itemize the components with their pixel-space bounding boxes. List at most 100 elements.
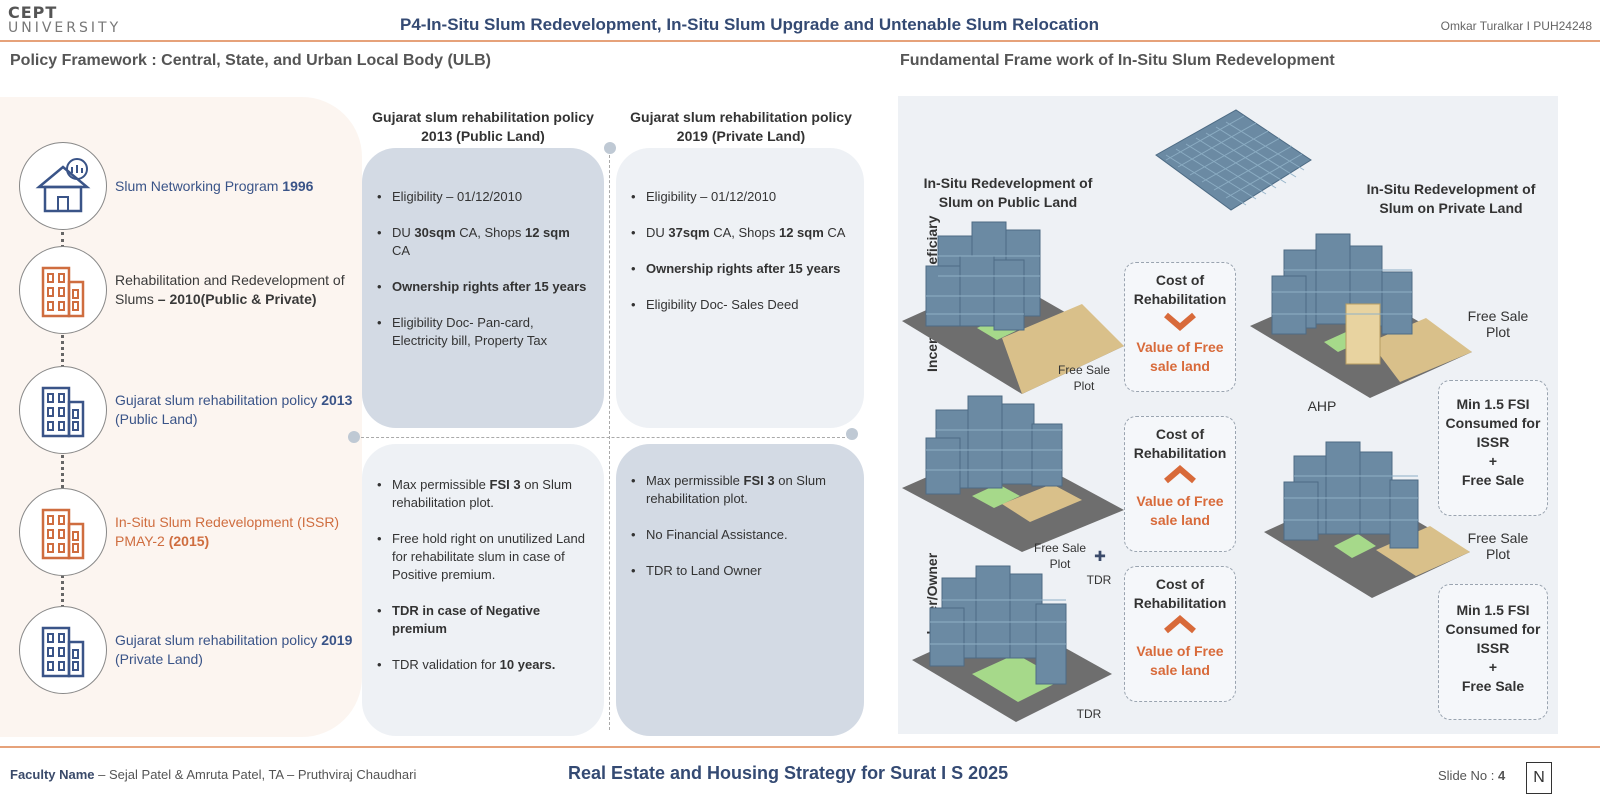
- text-run: Gujarat slum rehabilitation policy: [115, 632, 322, 648]
- free-sale-plot-label: Free Sale Plot: [1467, 308, 1529, 340]
- logo-line2: UNIVERSITY: [8, 20, 122, 36]
- value-label: Value of Free sale land: [1136, 493, 1224, 528]
- text-run: FSI 3: [489, 477, 521, 492]
- free-sale-plot-label: Free Sale Plot: [1033, 541, 1087, 571]
- text-run: Max permissible: [392, 477, 490, 492]
- text-run: 12 sqm: [524, 225, 570, 240]
- cost-comparison-box-2: Cost of Rehabilitation Value of Free sal…: [1124, 416, 1236, 552]
- timeline-item-label: Gujarat slum rehabilitation policy 2019 …: [115, 631, 365, 669]
- fsi-box-1: Min 1.5 FSI Consumed for ISSR + Free Sal…: [1438, 380, 1548, 516]
- cost-comparison-box-3: Cost of Rehabilitation Value of Free sal…: [1124, 566, 1236, 702]
- public-land-building-1: [902, 221, 1124, 394]
- building-icon: [19, 488, 107, 576]
- ahp-label: AHP: [1307, 398, 1337, 414]
- text-run: TDR to Land Owner: [646, 563, 762, 578]
- text-run: DU: [392, 225, 415, 240]
- text-run: Eligibility – 01/12/2010: [646, 189, 777, 204]
- text-run: 12 sqm: [778, 225, 824, 240]
- policy-bullet: Free hold right on unutilized Land for r…: [377, 530, 590, 584]
- text-run: Rehabilitation and Redevelopment of Slum…: [115, 272, 345, 307]
- text-run: (Private Land): [115, 651, 203, 667]
- text-run: (2015): [168, 533, 210, 549]
- policy-bullet: Max permissible FSI 3 on Slum rehabilita…: [631, 472, 850, 508]
- text-run: Ownership rights after 15 years: [646, 261, 841, 276]
- free-sale-plot-label: Free Sale Plot: [1467, 530, 1529, 562]
- north-arrow-icon: N: [1526, 762, 1552, 794]
- building-icon: [19, 366, 107, 454]
- fsi-line2: Free Sale: [1461, 472, 1525, 488]
- text-run: In-Situ Slum Redevelopment (ISSR) PMAY-2: [115, 514, 340, 549]
- policy-bullet: TDR validation for 10 years.: [377, 656, 590, 674]
- free-sale-plot-label: Free Sale Plot: [1057, 363, 1111, 393]
- grid-vertical-divider: [609, 150, 610, 730]
- text-run: Eligibility Doc- Sales Deed: [646, 297, 799, 312]
- text-run: 2013: [321, 392, 353, 408]
- policy-bullet: Eligibility Doc- Sales Deed: [631, 296, 850, 314]
- slide-number: Slide No : 4: [1438, 768, 1505, 783]
- public-beneficiary-card: Eligibility – 01/12/2010DU 30sqm CA, Sho…: [362, 148, 604, 428]
- policy-bullet: DU 37sqm CA, Shops 12 sqm CA: [631, 224, 850, 242]
- faculty-names: – Sejal Patel & Amruta Patel, TA – Pruth…: [94, 767, 417, 782]
- policy-bullet: TDR to Land Owner: [631, 562, 850, 580]
- text-run: TDR validation for: [392, 657, 500, 672]
- policy-bullet: Eligibility – 01/12/2010: [377, 188, 590, 206]
- tdr-label: TDR: [1076, 707, 1102, 721]
- chevron-down-icon: [1164, 312, 1196, 331]
- slide-label: Slide No :: [1438, 768, 1498, 783]
- text-run: DU: [646, 225, 669, 240]
- header: CEPT UNIVERSITY P4-In-Situ Slum Redevelo…: [0, 0, 1600, 44]
- text-run: Slum Networking Program: [115, 177, 283, 194]
- footer-divider: [0, 746, 1600, 748]
- fsi-plus: +: [1488, 453, 1498, 469]
- grid-horizontal-divider: [356, 437, 850, 438]
- text-run: (Public Land): [115, 411, 198, 427]
- text-run: Max permissible: [646, 473, 744, 488]
- timeline-item-label: In-Situ Slum Redevelopment (ISSR) PMAY-2…: [115, 513, 365, 551]
- text-run: No Financial Assistance.: [646, 527, 788, 542]
- grid-dot: [604, 142, 616, 154]
- text-run: Eligibility Doc- Pan-card, Electricity b…: [392, 315, 548, 348]
- text-run: Gujarat slum rehabilitation policy: [115, 392, 322, 408]
- value-label: Value of Free sale land: [1136, 643, 1224, 678]
- text-run: on Slum rehabilitation plot.: [646, 473, 826, 506]
- slide-no: 4: [1497, 768, 1506, 783]
- text-run: CA: [392, 243, 411, 258]
- text-run: 2019: [321, 632, 353, 648]
- slum-cluster-illustration: [1155, 109, 1312, 211]
- private-developer-card: Max permissible FSI 3 on Slum rehabilita…: [616, 444, 864, 736]
- right-section-title: Fundamental Frame work of In-Situ Slum R…: [900, 52, 1335, 69]
- text-run: CA, Shops: [709, 225, 779, 240]
- text-run: Free hold right on unutilized Land for r…: [392, 531, 585, 582]
- text-run: 1996: [282, 177, 314, 194]
- policy-bullet: Ownership rights after 15 years: [631, 260, 850, 278]
- private-policy-heading: Gujarat slum rehabilitation policy 2019 …: [630, 109, 852, 144]
- fsi-line2: Free Sale: [1461, 678, 1525, 694]
- plus-icon: ✚: [1094, 548, 1106, 564]
- text-run: on Slum rehabilitation plot.: [392, 477, 572, 510]
- grid-dot: [846, 428, 858, 440]
- timeline-item-label: Rehabilitation and Redevelopment of Slum…: [115, 271, 365, 309]
- private-land-building-2: [1264, 441, 1470, 598]
- fsi-plus: +: [1488, 659, 1498, 675]
- text-run: 10 years.: [499, 657, 556, 672]
- cost-label: Cost of Rehabilitation: [1133, 272, 1227, 307]
- header-divider: [0, 40, 1600, 42]
- grid-dot: [348, 431, 360, 443]
- cost-label: Cost of Rehabilitation: [1133, 576, 1227, 611]
- public-framework-heading: In-Situ Redevelopment of Slum on Public …: [923, 175, 1093, 210]
- policy-bullet: Ownership rights after 15 years: [377, 278, 590, 296]
- logo-line1: CEPT: [8, 3, 58, 22]
- text-run: 37sqm: [668, 225, 710, 240]
- faculty-credits: Faculty Name – Sejal Patel & Amruta Pate…: [10, 767, 416, 782]
- policy-bullet: Max permissible FSI 3 on Slum rehabilita…: [377, 476, 590, 512]
- policy-bullet: TDR in case of Negative premium: [377, 602, 590, 638]
- cost-label: Cost of Rehabilitation: [1133, 426, 1227, 461]
- private-framework-heading: In-Situ Redevelopment of Slum on Private…: [1366, 181, 1536, 216]
- left-section-title: Policy Framework : Central, State, and U…: [10, 52, 491, 69]
- text-run: CA: [823, 225, 846, 240]
- text-run: CA, Shops: [455, 225, 525, 240]
- text-run: 30sqm: [414, 225, 456, 240]
- timeline-item-label: Gujarat slum rehabilitation policy 2013 …: [115, 391, 365, 429]
- policy-bullet: Eligibility Doc- Pan-card, Electricity b…: [377, 314, 590, 350]
- fsi-line1: Min 1.5 FSI Consumed for ISSR: [1445, 396, 1541, 450]
